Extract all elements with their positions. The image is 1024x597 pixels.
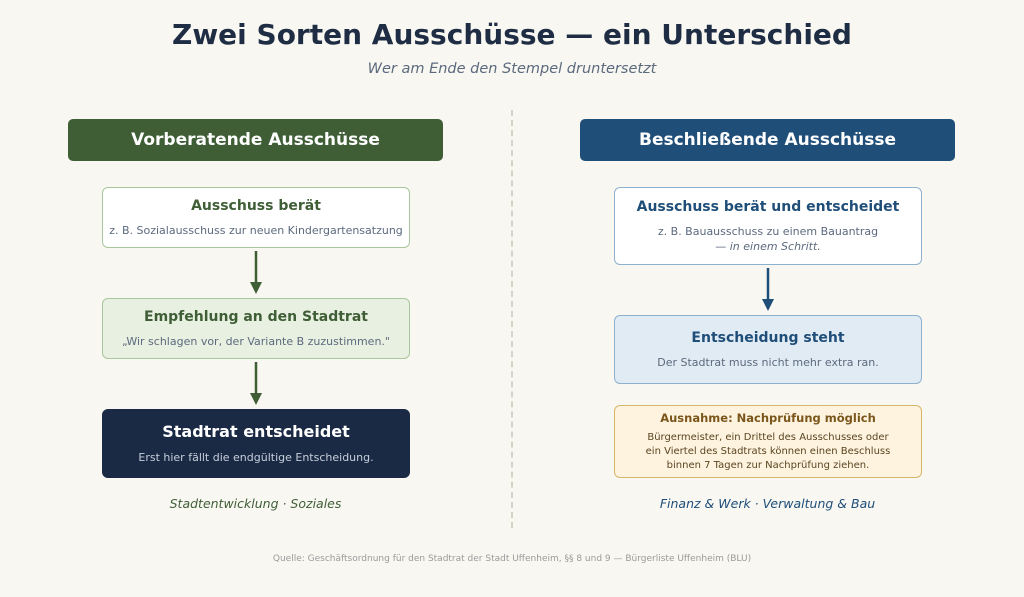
right-step-advise-decide-title: Ausschuss berät und entscheidet: [636, 198, 900, 215]
source-note: Quelle: Geschäftsordnung für den Stadtra…: [272, 554, 752, 564]
right-exception-line-2: ein Viertel des Stadtrats können einen B…: [645, 445, 891, 457]
right-step-advise-decide-text: z. B. Bauausschuss zu einem Bauantrag — …: [658, 224, 878, 254]
left-step-advise-text: z. B. Sozialausschuss zur neuen Kinderga…: [109, 223, 403, 237]
right-step-advise-decide-text-italic: — in einem Schritt.: [715, 239, 821, 253]
right-exception-line-3: binnen 7 Tagen zur Nachprüfung ziehen.: [666, 459, 870, 471]
page-subtitle: Wer am Ende den Stempel druntersetzt: [367, 61, 657, 77]
right-exception-line-1: Bürgermeister, ein Drittel des Ausschuss…: [647, 431, 889, 443]
left-column-footer: Stadtentwicklung · Soziales: [169, 496, 342, 511]
left-arrow-2: [250, 362, 262, 405]
right-exception-box: Ausnahme: Nachprüfung möglich Bürgermeis…: [614, 405, 922, 478]
right-exception-title: Ausnahme: Nachprüfung möglich: [660, 410, 876, 425]
right-arrow-1: [762, 268, 774, 311]
left-arrow-1: [250, 251, 262, 294]
left-step-council-decides: Stadtrat entscheidet Erst hier fällt die…: [102, 409, 410, 478]
right-step-decision-final-text: Der Stadtrat muss nicht mehr extra ran.: [657, 355, 879, 369]
page-title: Zwei Sorten Ausschüsse — ein Unterschied: [172, 18, 852, 51]
left-step-advise: Ausschuss berät z. B. Sozialausschuss zu…: [102, 187, 410, 248]
left-step-recommendation-text: „Wir schlagen vor, der Variante B zuzust…: [122, 334, 390, 348]
right-column-header: Beschließende Ausschüsse: [580, 119, 955, 161]
right-step-decision-final: Entscheidung steht Der Stadtrat muss nic…: [614, 315, 922, 384]
left-step-council-decides-title: Stadtrat entscheidet: [162, 422, 350, 441]
right-step-advise-decide: Ausschuss berät und entscheidet z. B. Ba…: [614, 187, 922, 265]
right-step-advise-decide-text-main: z. B. Bauausschuss zu einem Bauantrag: [657, 224, 879, 238]
left-step-recommendation-title: Empfehlung an den Stadtrat: [144, 308, 368, 325]
left-step-recommendation: Empfehlung an den Stadtrat „Wir schlagen…: [102, 298, 410, 359]
right-step-decision-final-title: Entscheidung steht: [691, 329, 845, 346]
left-step-advise-title: Ausschuss berät: [191, 197, 321, 214]
left-column-header: Vorberatende Ausschüsse: [68, 119, 443, 161]
column-divider: [511, 110, 513, 528]
right-exception-text: Bürgermeister, ein Drittel des Ausschuss…: [646, 431, 891, 473]
right-column-footer: Finanz & Werk · Verwaltung & Bau: [659, 496, 876, 511]
left-step-council-decides-text: Erst hier fällt die endgültige Entscheid…: [138, 451, 374, 464]
